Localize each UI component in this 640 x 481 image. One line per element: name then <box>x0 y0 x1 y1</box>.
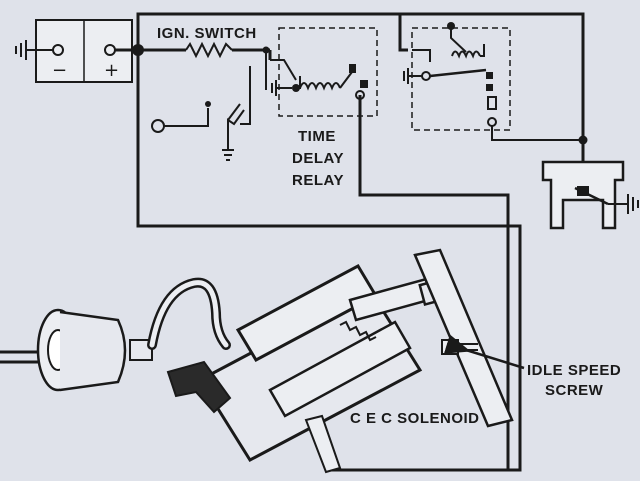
throttle-switch <box>541 160 639 230</box>
idle-speed-label-line1: IDLE SPEED <box>527 362 621 379</box>
time-delay-relay: TIME DELAY RELAY <box>270 27 378 189</box>
time-delay-label-line2: DELAY <box>292 150 344 167</box>
idle-screw-pointer-arrow <box>443 334 525 370</box>
time-delay-label-line1: TIME <box>298 128 336 145</box>
battery-plus-sign: + <box>104 60 119 81</box>
idle-speed-label-line2: SCREW <box>545 382 604 399</box>
ignition-switch: IGN. SWITCH <box>151 25 267 161</box>
battery-minus-sign: − <box>52 60 67 81</box>
battery: − + <box>15 19 133 83</box>
time-delay-label-line3: RELAY <box>292 172 344 189</box>
cec-solenoid-label: C E C SOLENOID <box>350 410 480 427</box>
junction-dot <box>132 44 144 56</box>
ign-switch-label: IGN. SWITCH <box>157 25 257 42</box>
cec-solenoid: C E C SOLENOID <box>0 248 514 474</box>
carb-relay <box>403 26 583 141</box>
